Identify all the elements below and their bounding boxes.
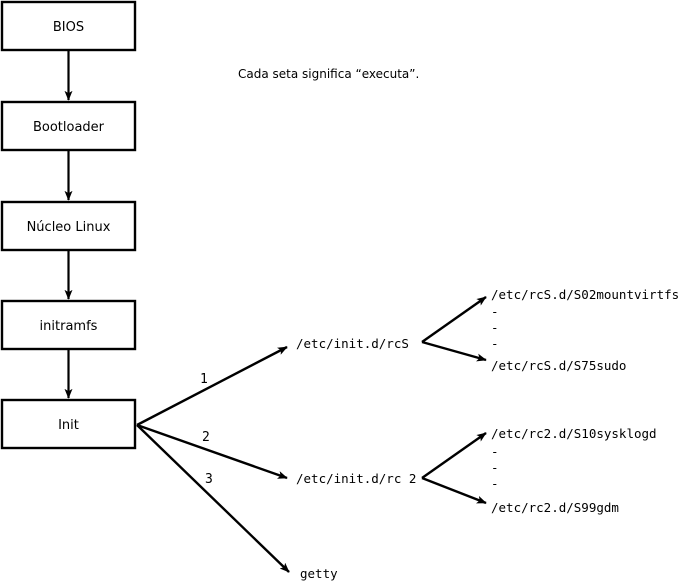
branch-number-2: 2 xyxy=(202,430,210,445)
bios-box xyxy=(0,0,137,52)
node-bootloader: Bootloader xyxy=(0,100,137,152)
node-bios: BIOS xyxy=(0,0,137,52)
label-rcs-first-script: /etc/rcS.d/S02mountvirtfs xyxy=(491,287,679,302)
label-init-d-rc2: /etc/init.d/rc 2 xyxy=(296,471,416,486)
branch-number-1: 1 xyxy=(200,372,208,387)
rcs-ellipsis-dash-3: - xyxy=(491,336,499,351)
legend-note: Cada seta significa “executa”. xyxy=(238,67,419,81)
rcs-ellipsis-dash-2: - xyxy=(491,320,499,335)
edge-rcs-to-first-script xyxy=(421,296,487,343)
label-getty: getty xyxy=(300,566,338,581)
bootloader-label: Bootloader xyxy=(33,120,105,135)
rc2-ellipsis-dash-3: - xyxy=(491,476,499,491)
branch-number-3: 3 xyxy=(205,472,213,487)
init-label: Init xyxy=(58,418,79,433)
edge-init-to-rcs xyxy=(136,345,288,427)
edge-rc2-to-first-script xyxy=(421,432,487,479)
node-init: Init xyxy=(0,398,137,450)
label-rcs-last-script: /etc/rcS.d/S75sudo xyxy=(491,358,626,373)
rcs-ellipsis-dash-1: - xyxy=(491,304,499,319)
rc2-ellipsis-dash-2: - xyxy=(491,460,499,475)
node-initramfs: initramfs xyxy=(0,299,137,351)
edge-rcs-to-last-script xyxy=(421,340,487,362)
edge-init-to-rc2 xyxy=(136,423,288,480)
initramfs-label: initramfs xyxy=(40,319,98,334)
label-rc2-first-script: /etc/rc2.d/S10sysklogd xyxy=(491,426,657,441)
label-init-d-rcs: /etc/init.d/rcS xyxy=(296,336,409,351)
edge-init-to-getty xyxy=(136,424,290,573)
node-kernel: Núcleo Linux xyxy=(0,200,137,252)
label-rc2-last-script: /etc/rc2.d/S99gdm xyxy=(491,500,619,515)
edge-rc2-to-last-script xyxy=(421,476,487,505)
rc2-ellipsis-dash-1: - xyxy=(491,444,499,459)
kernel-label: Núcleo Linux xyxy=(27,220,111,235)
init-box xyxy=(0,398,137,450)
bios-label: BIOS xyxy=(53,20,84,35)
initramfs-box xyxy=(0,299,137,351)
